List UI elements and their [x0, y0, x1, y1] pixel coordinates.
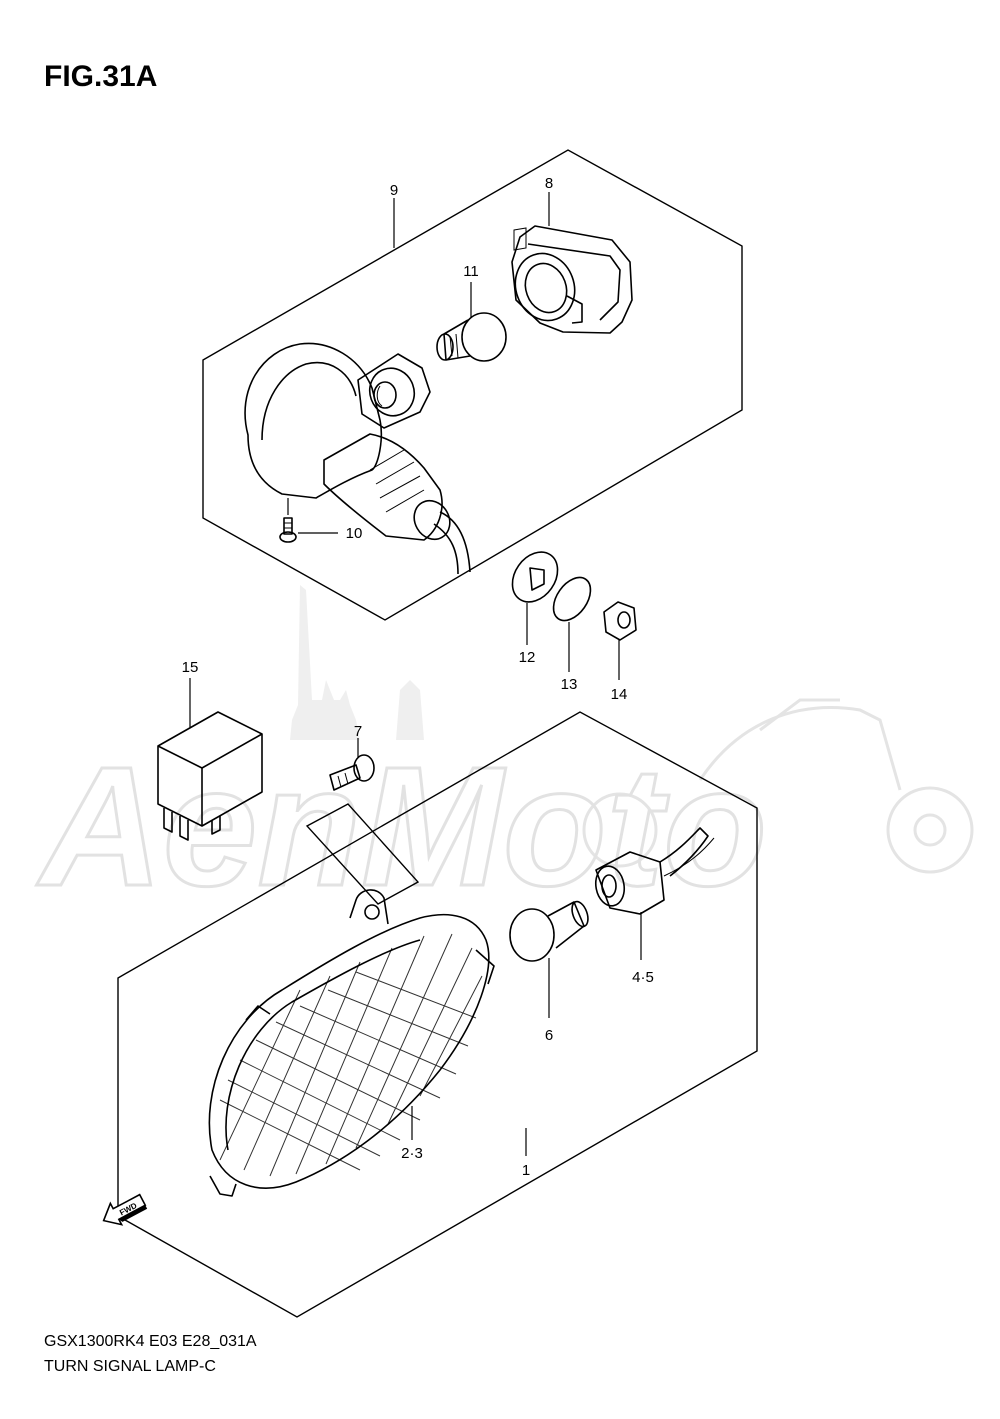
callout-7: 7	[354, 723, 362, 740]
watermark: AenMoto	[35, 585, 974, 924]
section-name: TURN SIGNAL LAMP-C	[44, 1358, 216, 1375]
callout-23: 2·3	[401, 1145, 423, 1162]
callout-11: 11	[463, 263, 479, 280]
model-code: GSX1300RK4 E03 E28_031A	[44, 1333, 257, 1350]
part-10-screw	[279, 517, 297, 543]
part-45-socket	[594, 827, 715, 960]
upper-assembly-frame	[202, 149, 743, 621]
part-12-washer	[511, 551, 559, 645]
callout-12: 12	[519, 649, 536, 666]
callout-10: 10	[346, 525, 363, 542]
callout-13: 13	[561, 676, 578, 693]
part-15-relay	[157, 678, 263, 841]
part-11-bulb	[436, 312, 507, 362]
callout-45: 4·5	[632, 969, 654, 986]
part-6-bulb	[509, 900, 589, 1018]
part-9-lens	[511, 225, 633, 334]
callout-9: 8	[545, 175, 553, 192]
watermark-text: AenMoto	[36, 732, 767, 922]
figure-title: FIG.31A	[44, 60, 158, 93]
upper-assembly-group	[202, 149, 743, 621]
part-14-nut	[603, 601, 637, 680]
callout-1: 1	[522, 1162, 530, 1179]
callout-15: 15	[182, 659, 199, 676]
part-7-screw	[329, 738, 375, 791]
part-8-housing	[244, 342, 471, 575]
part-1-lamp-body	[208, 889, 495, 1197]
callout-8: 9	[390, 182, 398, 199]
fwd-arrow-icon: FWD	[102, 1193, 148, 1226]
callout-labels: 9 8 11 10 12 13 14 15 7 4·5 6 2·3 1	[182, 175, 654, 1179]
callout-6: 6	[545, 1027, 553, 1044]
callout-14: 14	[611, 686, 628, 703]
part-13-washer	[552, 576, 592, 672]
